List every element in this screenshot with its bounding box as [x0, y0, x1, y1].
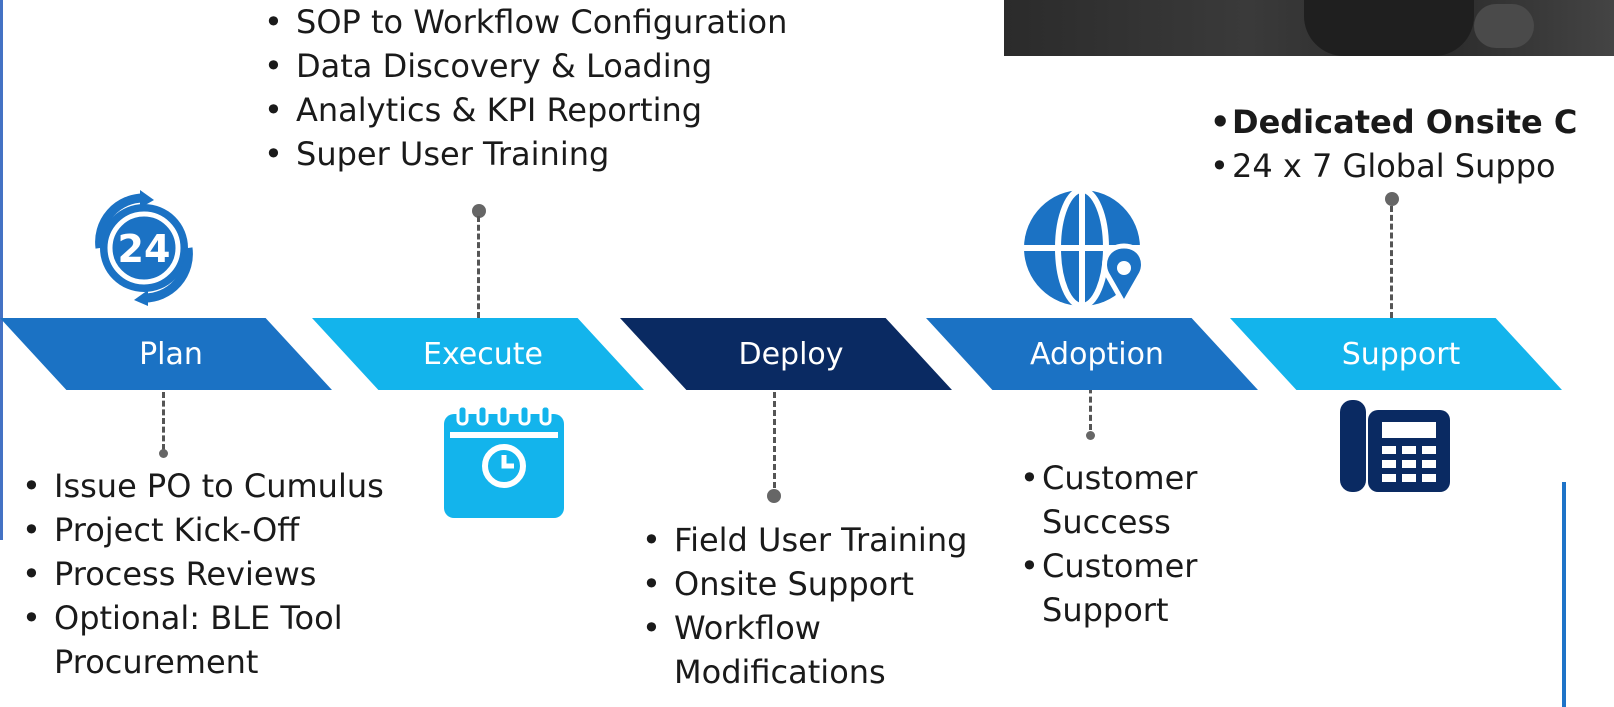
adoption-connector [1089, 360, 1092, 430]
list-item: Dedicated Onsite C [1210, 100, 1577, 144]
list-item: Analytics & KPI Reporting [258, 88, 787, 132]
photo-arm [1304, 0, 1474, 56]
photo-tattoo [1474, 4, 1534, 48]
stage-label: Adoption [1030, 336, 1164, 372]
calendar-clock-icon [444, 406, 564, 518]
globe-location-icon [1024, 187, 1146, 310]
stage-label: Support [1341, 336, 1461, 372]
support-connector-dot [1385, 192, 1399, 206]
stage-execute: Execute [312, 318, 644, 390]
deploy-list: Field User Training Onsite Support Workf… [636, 518, 967, 694]
stage-label: Plan [139, 336, 203, 372]
list-item: Process Reviews [16, 552, 384, 596]
list-continuation: Procurement [54, 643, 259, 681]
svg-text:24: 24 [118, 227, 171, 271]
list-item: Customer [1020, 456, 1197, 500]
execute-list: SOP to Workflow Configuration Data Disco… [258, 0, 787, 176]
list-item: Super User Training [258, 132, 787, 176]
list-continuation: Support [1042, 591, 1169, 629]
deploy-connector-dot [767, 489, 781, 503]
list-item: Optional: BLE Tool [16, 596, 384, 640]
list-continuation: Modifications [674, 653, 886, 691]
list-item: Data Discovery & Loading [258, 44, 787, 88]
list-item: Project Kick-Off [16, 508, 384, 552]
deploy-connector [773, 392, 776, 488]
list-item: Workflow [636, 606, 967, 650]
phone-icon [1340, 400, 1450, 492]
stage-label: Execute [423, 336, 543, 372]
execute-connector [477, 216, 480, 318]
list-item: Customer [1020, 544, 1197, 588]
24-hour-icon: 24 [95, 190, 193, 306]
plan-list: Issue PO to Cumulus Project Kick-Off Pro… [16, 464, 384, 684]
stage-deploy: Deploy [620, 318, 952, 390]
adoption-list: Customer Success Customer Support [1020, 456, 1197, 632]
support-list: Dedicated Onsite C 24 x 7 Global Suppo [1210, 100, 1577, 188]
list-item: 24 x 7 Global Suppo [1210, 144, 1577, 188]
support-connector [1390, 206, 1393, 318]
photo-strip [1004, 0, 1614, 56]
left-accent-rule [0, 0, 3, 540]
list-continuation: Success [1042, 503, 1171, 541]
stage-adoption: Adoption [926, 318, 1258, 390]
stage-support: Support [1230, 318, 1562, 390]
list-item: Field User Training [636, 518, 967, 562]
stage-plan: Plan [0, 318, 332, 390]
list-item: Onsite Support [636, 562, 967, 606]
adoption-connector-dot [1086, 431, 1095, 440]
list-item: Issue PO to Cumulus [16, 464, 384, 508]
execute-connector-dot [472, 204, 486, 218]
stage-label: Deploy [738, 336, 844, 372]
right-accent-rule [1562, 482, 1566, 707]
plan-connector-dot [159, 449, 168, 458]
list-item: SOP to Workflow Configuration [258, 0, 787, 44]
plan-connector [162, 392, 165, 450]
